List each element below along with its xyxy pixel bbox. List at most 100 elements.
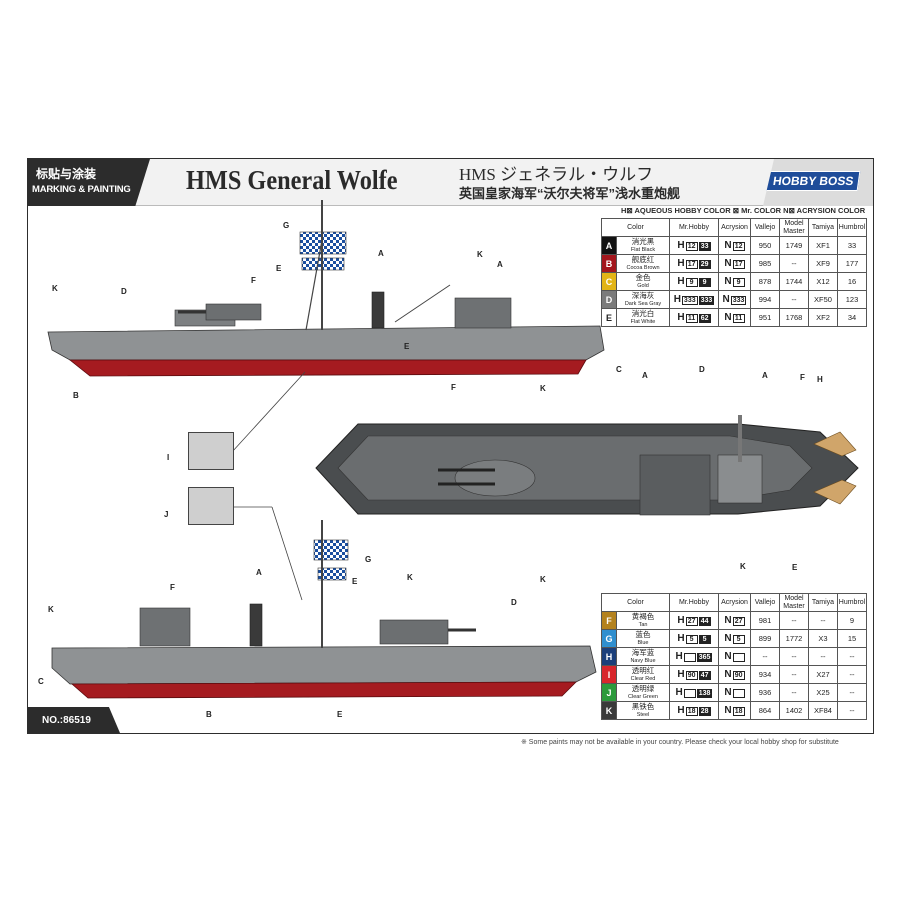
tamiya-code: -- [808, 647, 838, 666]
mr-color-number: 33 [698, 242, 711, 251]
humbrol-code: 33 [837, 236, 867, 255]
acrysion-number: 5 [732, 635, 745, 644]
humbrol-code: 9 [837, 611, 867, 630]
callout-C: C [616, 365, 622, 374]
humbrol-code: -- [837, 683, 867, 702]
detail-inset-J [188, 487, 234, 525]
tamiya-code: X12 [808, 272, 838, 291]
color-name-en: Navy Blue [630, 657, 656, 664]
acrysion-number: 90 [732, 671, 745, 680]
model-master-code: -- [779, 254, 809, 273]
callout-B: B [206, 710, 212, 719]
mr-color-number: 62 [698, 314, 711, 323]
color-name-cn: 消光白 [631, 308, 655, 318]
color-code: A [601, 236, 617, 255]
mr-color-number: 44 [698, 617, 711, 626]
tamiya-code: XF50 [808, 290, 838, 309]
acrysion-number [732, 689, 745, 698]
vallejo-code: 934 [750, 665, 780, 684]
tamiya-code: -- [808, 611, 838, 630]
acrysion-code: N [718, 647, 751, 666]
column-header: Model Master [779, 593, 809, 612]
mr-hobby-code: H 138 [669, 683, 719, 702]
vallejo-code: 985 [750, 254, 780, 273]
callout-K: K [540, 575, 546, 584]
aqueous-number: 9 [685, 278, 698, 287]
acrysion-number [732, 653, 745, 662]
callout-K: K [477, 250, 483, 259]
callout-E: E [792, 563, 798, 572]
color-name-en: Tan [638, 621, 648, 628]
column-header: Humbrol [837, 218, 867, 237]
column-header: Color [601, 593, 670, 612]
model-master-code: -- [779, 647, 809, 666]
model-master-code: -- [779, 611, 809, 630]
color-name-en: Cocoa Brown [626, 264, 660, 271]
column-header: Acrysion [718, 218, 751, 237]
column-header: Vallejo [750, 593, 780, 612]
acrysion-number: 12 [732, 242, 745, 251]
callout-K: K [48, 605, 54, 614]
column-header: Humbrol [837, 593, 867, 612]
page-title-chinese: 英国皇家海军“沃尔夫将军”浅水重炮舰 [459, 186, 681, 201]
color-name-cn: 深海灰 [631, 290, 655, 300]
callout-D: D [699, 365, 705, 374]
aqueous-number [683, 689, 696, 698]
color-name-cn: 舰底红 [631, 254, 655, 264]
callout-A: A [378, 249, 384, 258]
footnote: ※ Some paints may not be available in yo… [521, 739, 839, 746]
humbrol-code: 177 [837, 254, 867, 273]
kit-number-badge: NO.:86519 [28, 707, 120, 733]
callout-B: B [73, 391, 79, 400]
aqueous-number: 17 [685, 260, 698, 269]
mr-color-number: 29 [698, 260, 711, 269]
acrysion-number: 17 [732, 260, 745, 269]
mr-color-number: 28 [698, 707, 711, 716]
vallejo-code: 878 [750, 272, 780, 291]
mr-color-number: 5 [698, 635, 711, 644]
mr-color-number: 365 [696, 653, 713, 662]
column-header: Color [601, 218, 670, 237]
color-code: C [601, 272, 617, 291]
callout-A: A [642, 371, 648, 380]
color-name-cn: 黄褐色 [631, 611, 655, 621]
aqueous-number: 12 [685, 242, 698, 251]
model-master-code: 1772 [779, 629, 809, 648]
model-master-code: -- [779, 665, 809, 684]
model-master-code: 1744 [779, 272, 809, 291]
callout-E: E [404, 342, 410, 351]
column-header: Mr.Hobby [669, 218, 719, 237]
callout-G: G [365, 555, 372, 564]
model-master-code: -- [779, 683, 809, 702]
color-code: B [601, 254, 617, 273]
tamiya-code: X25 [808, 683, 838, 702]
vallejo-code: 899 [750, 629, 780, 648]
detail-inset-I [188, 432, 234, 470]
aqueous-number: 5 [685, 635, 698, 644]
humbrol-code: 123 [837, 290, 867, 309]
color-name-cn: 金色 [635, 272, 651, 282]
acrysion-number: 18 [732, 707, 745, 716]
brand-logo: HOBBY BOSS [765, 171, 861, 191]
callout-E: E [337, 710, 343, 719]
color-name-en: Steel [636, 711, 650, 718]
callout-E: E [276, 264, 282, 273]
